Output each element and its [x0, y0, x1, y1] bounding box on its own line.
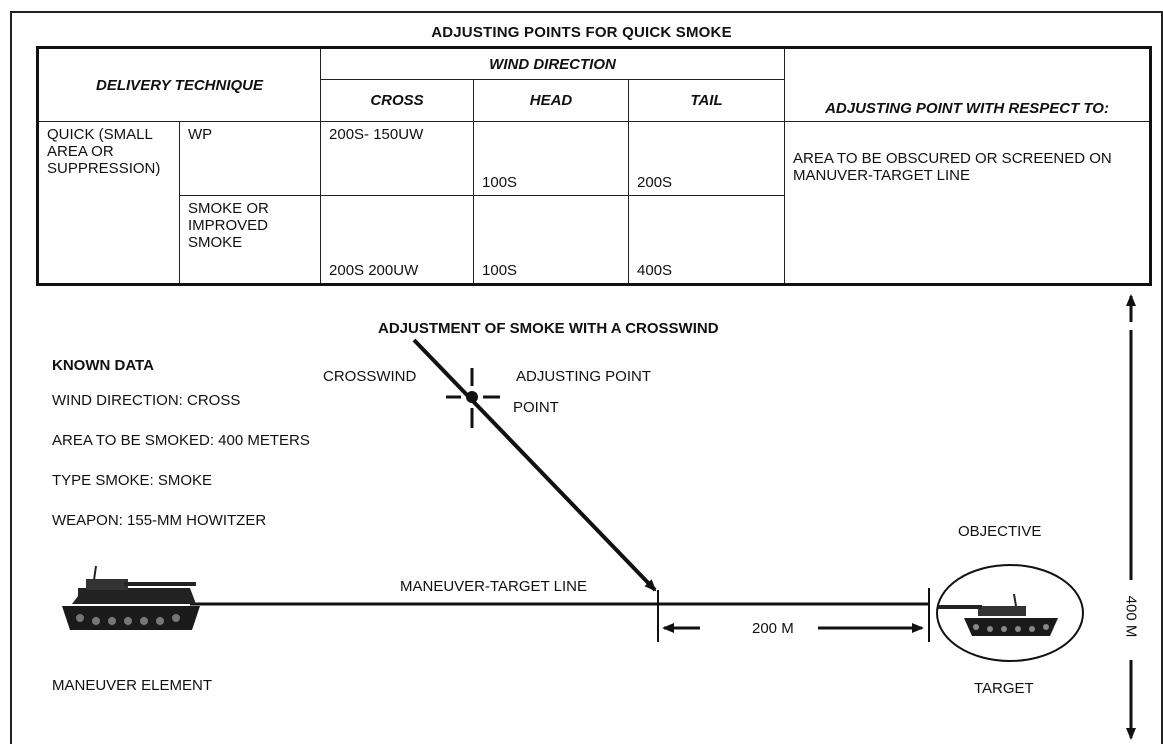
area-height-label: 400 M — [1123, 593, 1140, 641]
diagram-title: ADJUSTMENT OF SMOKE WITH A CROSSWIND — [378, 320, 719, 337]
crosswind-label: CROSSWIND — [323, 368, 416, 385]
target-tank-icon — [938, 594, 1058, 636]
known-data-area: AREA TO BE SMOKED: 400 METERS — [52, 432, 310, 449]
known-data-weapon: WEAPON: 155-MM HOWITZER — [52, 512, 266, 529]
point-label: POINT — [513, 399, 559, 416]
objective-label: OBJECTIVE — [958, 523, 1041, 540]
target-label: TARGET — [974, 680, 1034, 697]
known-data-wind-direction: WIND DIRECTION: CROSS — [52, 392, 240, 409]
maneuver-target-line-label: MANEUVER-TARGET LINE — [400, 578, 587, 595]
friendly-tank-icon — [62, 566, 200, 630]
distance-label: 200 M — [752, 620, 794, 637]
maneuver-element-label: MANEUVER ELEMENT — [52, 677, 212, 694]
known-data-smoke-type: TYPE SMOKE: SMOKE — [52, 472, 212, 489]
known-data-heading: KNOWN DATA — [52, 357, 154, 374]
adjusting-point-label: ADJUSTING POINT — [516, 368, 651, 385]
